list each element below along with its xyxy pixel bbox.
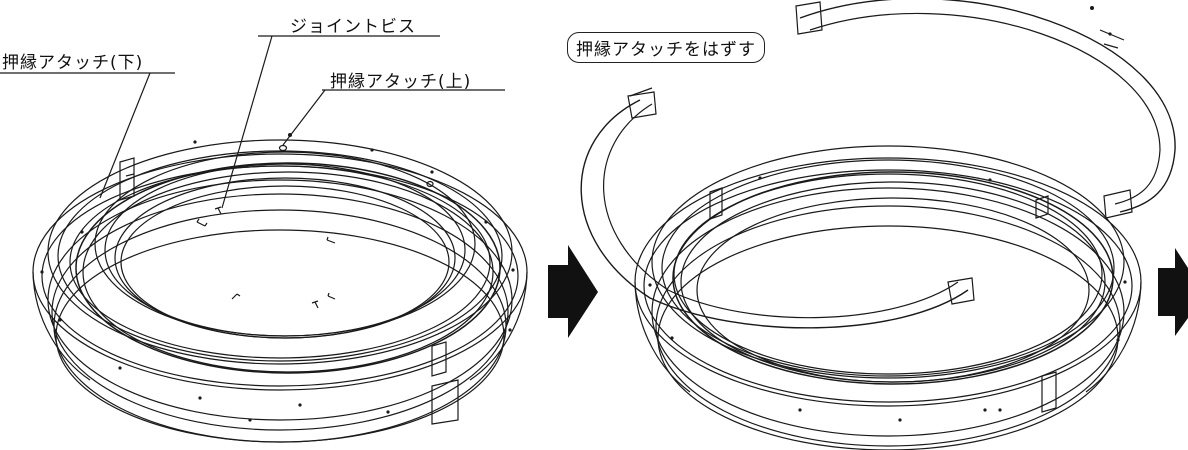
left-ring-assembly <box>0 35 528 443</box>
remove-attachment-callout: 押縁アタッチをはずす <box>567 32 765 63</box>
lower-attachment-label: 押縁アタッチ(下) <box>2 53 144 73</box>
right-arrow-icon <box>1158 248 1188 336</box>
upper-attachment-label: 押縁アタッチ(上) <box>330 72 472 92</box>
right-arrow-icon <box>548 245 598 338</box>
joint-screw-label: ジョイントビス <box>290 17 416 37</box>
right-ring-assembly <box>580 0 1176 450</box>
screw-icon <box>196 206 336 309</box>
